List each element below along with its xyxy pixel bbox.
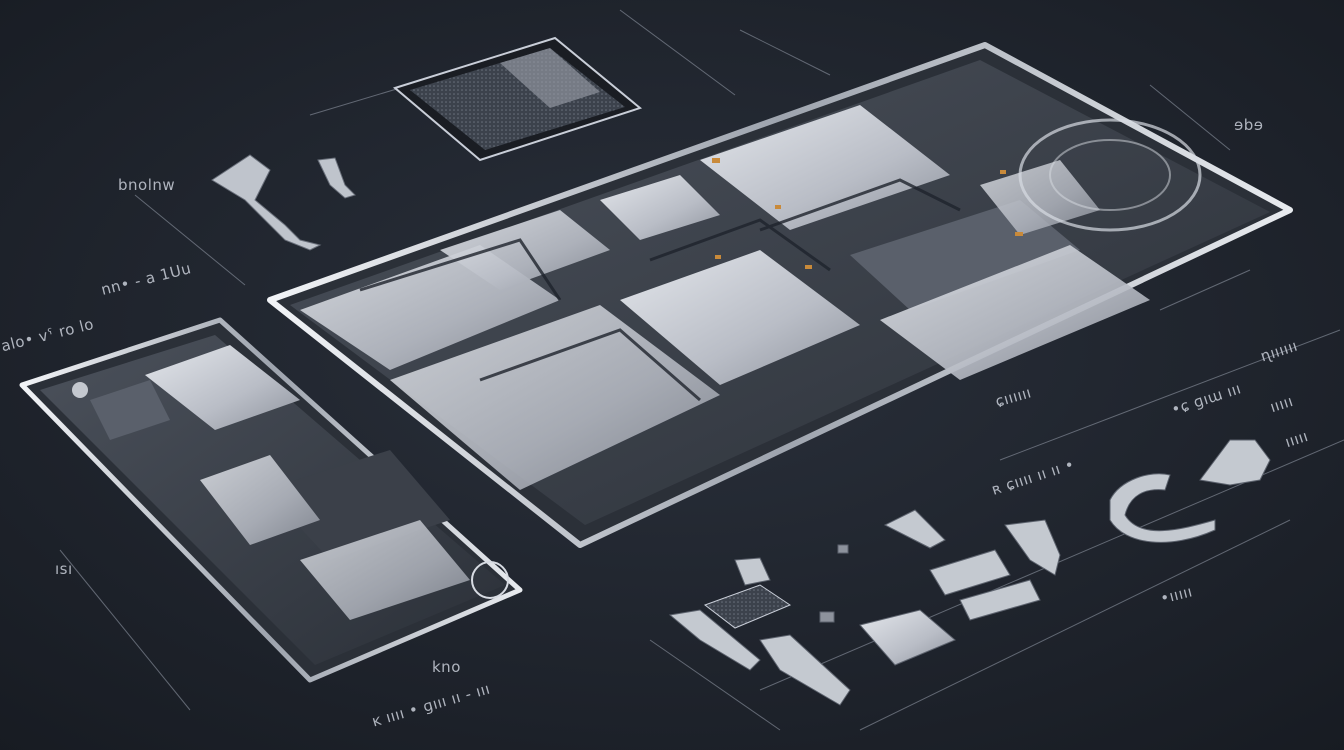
label-bottom-left-2: kno [432, 658, 461, 676]
label-top-right: ɘbɘ [1234, 116, 1264, 134]
loose-components [668, 439, 1271, 706]
main-phone [267, 42, 1293, 548]
label-top-left: bnolnw [118, 176, 176, 194]
hinge-parts-top-left [211, 154, 356, 251]
secondary-phone [19, 317, 523, 683]
sensor-chip [392, 36, 643, 162]
label-left-bottom: ısı [55, 560, 73, 578]
